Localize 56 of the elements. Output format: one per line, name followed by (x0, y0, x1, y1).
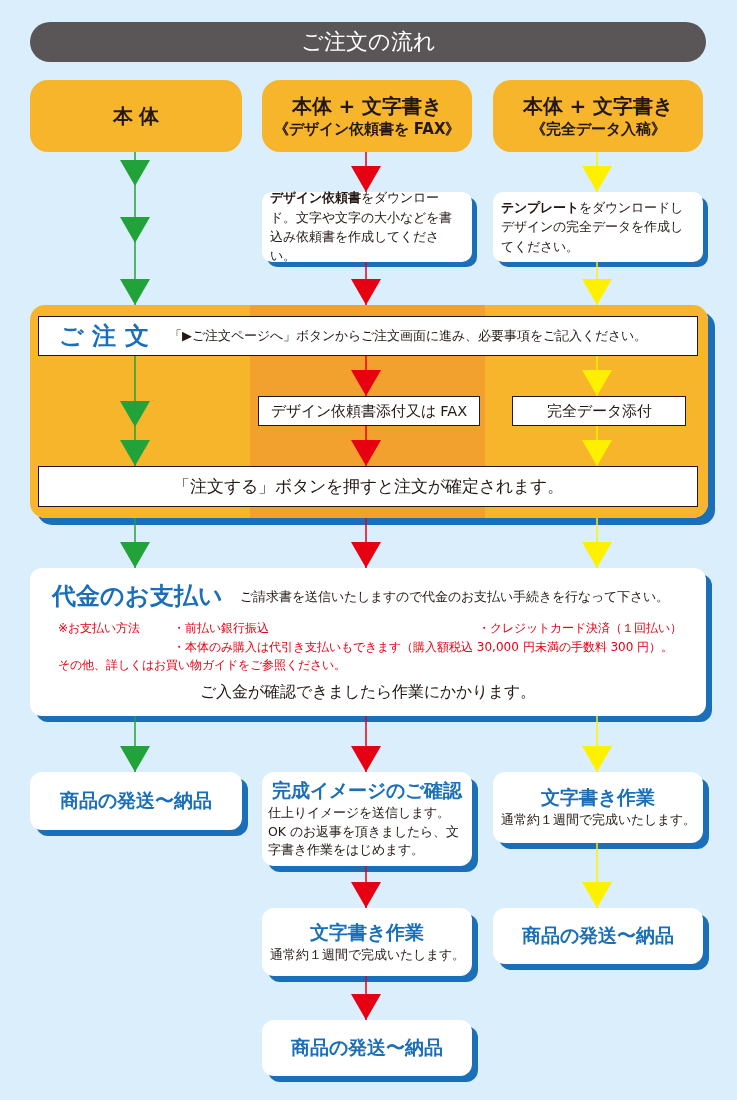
order-step-box (38, 466, 698, 507)
arrow (582, 261, 612, 306)
step-text: 「注文する」ボタンを押すと注文が確定されます。 (172, 475, 564, 498)
arrow (351, 261, 381, 306)
arrow (351, 355, 381, 397)
arrow (351, 517, 381, 569)
product-box (493, 80, 703, 152)
arrow (351, 865, 381, 909)
step-description: 仕上りイメージを送信します。OK のお返事を頂きましたら、文字書き作業をはじめます。 (268, 803, 460, 860)
payment-note: ・クレジットカード決済（１回払い） (478, 620, 682, 637)
instruction-text: 「▶ご注文ページへ」ボタンからご注文画面に進み、必要事項をご記入ください。 (169, 327, 647, 345)
arrow (351, 975, 381, 1021)
product-subtitle: 《完全データ入稿》 (530, 120, 666, 139)
arrow (120, 517, 150, 569)
step-title: 商品の発送〜納品 (60, 788, 212, 813)
product-subtitle: 《デザイン依頼書を FAX》 (273, 120, 461, 139)
step-title: 商品の発送〜納品 (291, 1035, 443, 1060)
arrow (351, 715, 381, 773)
note-text: ご請求書を送信いたしますので代金のお支払い手続きを行なって下さい。 (240, 588, 669, 606)
arrow (582, 151, 612, 193)
step-title: 商品の発送〜納品 (522, 923, 674, 948)
step-description: 通常約１週間で完成いたします。 (269, 945, 465, 964)
product-box (262, 80, 472, 152)
arrow (582, 715, 612, 773)
instruction-text: デザイン依頼書をダウンロード。文字や文字の大小などを書込み依頼書を作成してください。 (270, 189, 453, 266)
arrow (582, 517, 612, 569)
arrow (582, 425, 612, 467)
arrow (351, 151, 381, 193)
arrow (120, 151, 150, 306)
step-title: 完成イメージのご確認 (272, 777, 462, 803)
order-step-box (258, 396, 480, 426)
step-title: 文字書き作業 (310, 919, 424, 945)
section-title: 代金のお支払い (52, 581, 223, 612)
product-box (30, 80, 242, 152)
product-title: 本体 + 文字書き (291, 93, 443, 120)
payment-note: ・本体のみ購入は代引き支払いもできます（購入額税込 30,000 円未満の手数料 300 円）。 (173, 639, 674, 656)
arrow (582, 842, 612, 909)
arrow (120, 355, 150, 467)
title-bar: ご注文の流れ (30, 22, 706, 62)
payment-note: その他、詳しくはお買い物ガイドをご参照ください。 (58, 657, 346, 674)
step-description: 通常約１週間で完成いたします。 (500, 811, 696, 830)
product-title: 本 体 (112, 102, 160, 130)
order-step-box (38, 316, 698, 356)
step-text: 完全データ添付 (546, 401, 652, 421)
note-text: ご入金が確認できましたら作業にかかります。 (199, 682, 537, 703)
step-text: デザイン依頼書添付又は FAX (270, 401, 468, 421)
product-title: 本体 + 文字書き (522, 93, 674, 120)
arrow (351, 425, 381, 467)
payment-note: ※お支払い方法 (58, 620, 141, 637)
step-title: 文字書き作業 (541, 785, 655, 811)
order-step-box (512, 396, 686, 426)
arrow (120, 715, 150, 773)
instruction-text: テンプレートをダウンロードしデザインの完全データを作成してください。 (501, 198, 684, 256)
payment-note: ・前払い銀行振込 (173, 620, 269, 637)
section-title: ご 注 文 (58, 321, 150, 352)
arrow (582, 355, 612, 397)
